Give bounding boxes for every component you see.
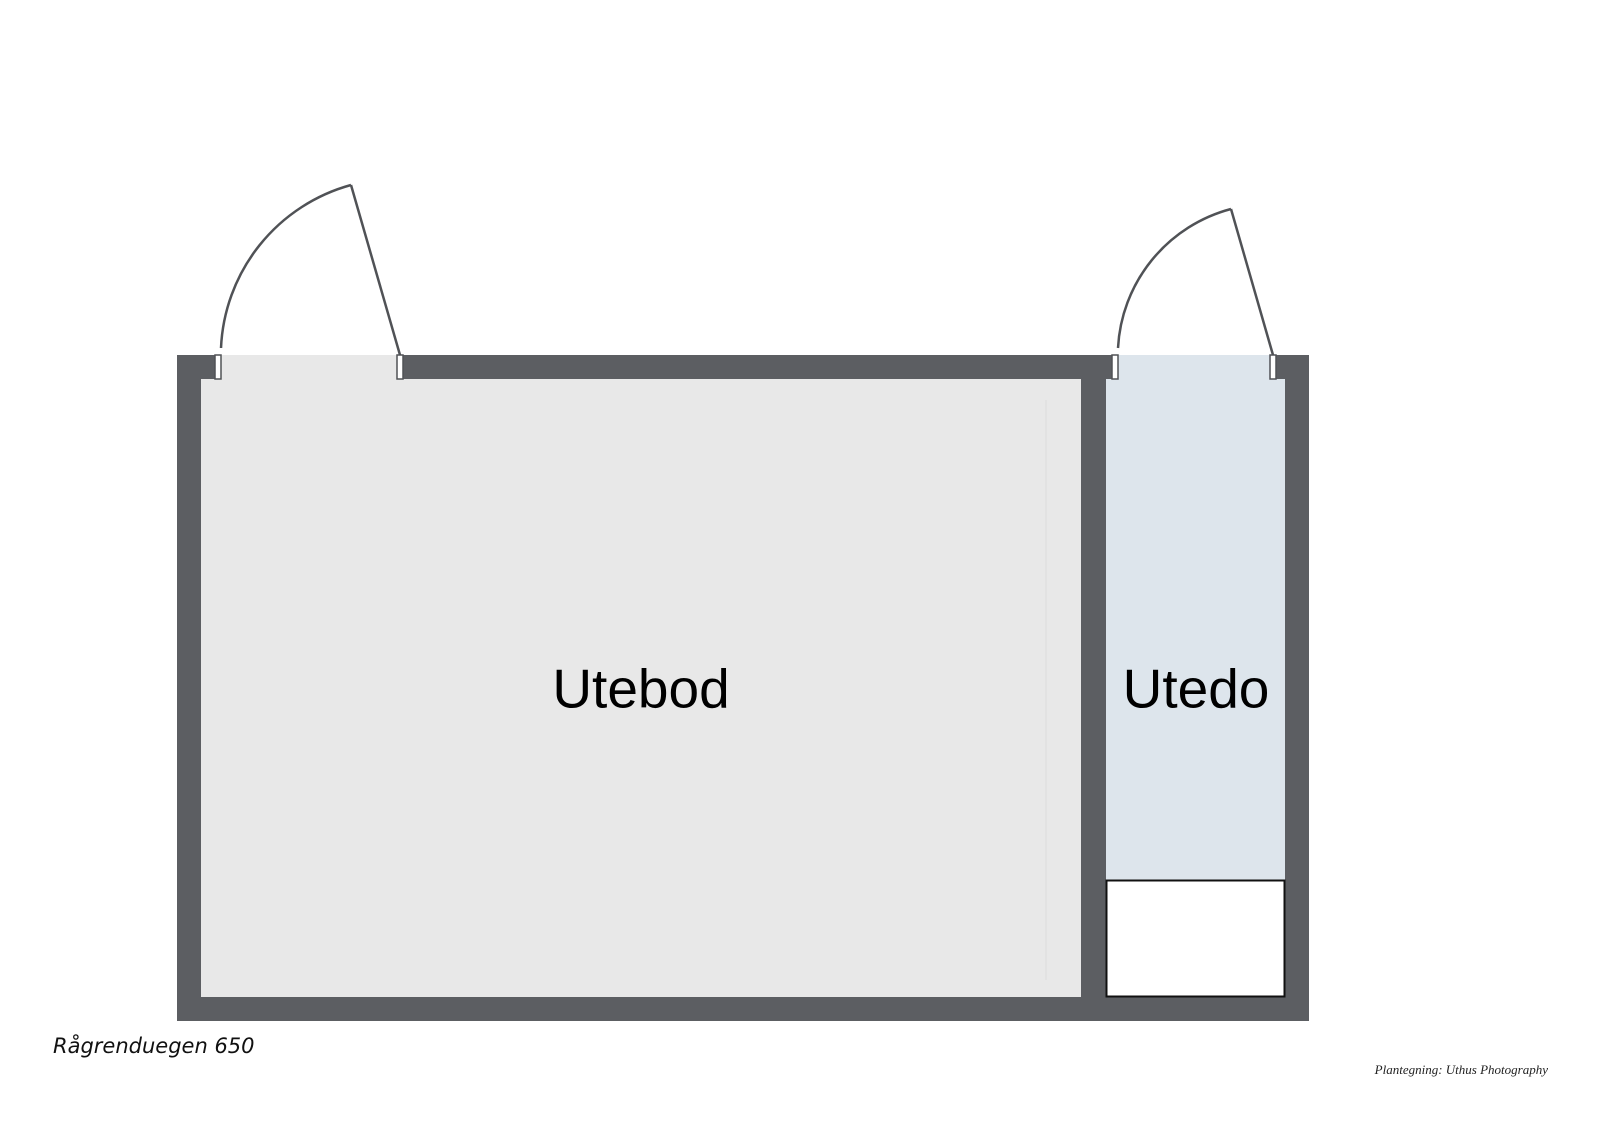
door-jamb-left-utedo [1111, 354, 1119, 380]
door-swing-arc-utedo [1116, 207, 1232, 349]
door-swing-arc-utebod [219, 183, 352, 349]
door-leaf-utedo [1229, 208, 1275, 356]
credit-caption: Plantegning: Uthus Photography [1374, 1062, 1548, 1077]
address-caption: Rågrenduegen 650 [53, 1034, 255, 1058]
door-jamb-right-utedo [1269, 354, 1277, 380]
room-label-utedo: Utedo [1122, 657, 1270, 720]
door-jamb-left-utebod [214, 354, 222, 380]
room-label-utebod: Utebod [552, 657, 730, 720]
door-opening-utedo [1112, 355, 1276, 379]
utebod-floor [201, 379, 1081, 997]
door-leaf-utebod [349, 184, 402, 356]
door-jamb-right-utebod [396, 354, 404, 380]
utedo-fixture [1105, 879, 1286, 998]
door-opening-utebod [215, 355, 400, 379]
